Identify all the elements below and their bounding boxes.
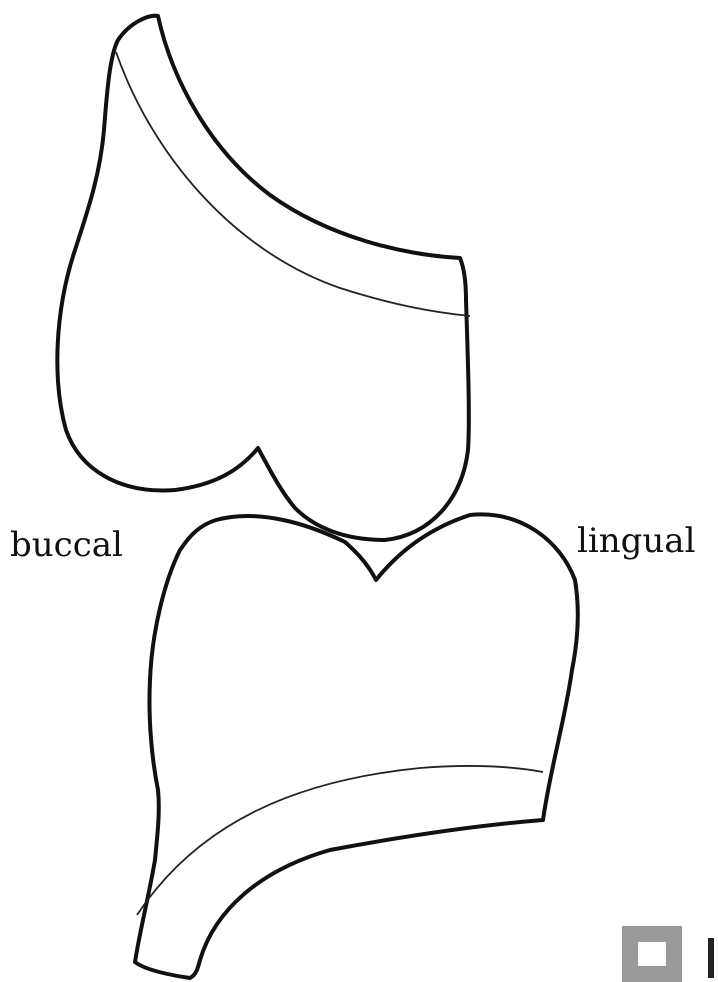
lower-tooth-outline	[135, 514, 578, 978]
upper-tooth	[57, 16, 470, 540]
lower-tooth-cej-line	[137, 766, 543, 915]
upper-tooth-cej-line	[116, 52, 470, 316]
page-corner-mark	[622, 926, 682, 982]
upper-tooth-outline	[57, 16, 468, 540]
lower-tooth	[135, 514, 578, 978]
page-corner-mark-inner	[638, 942, 666, 966]
edge-mark	[708, 938, 714, 978]
lingual-label: lingual	[577, 524, 695, 558]
buccal-label: buccal	[10, 528, 123, 562]
